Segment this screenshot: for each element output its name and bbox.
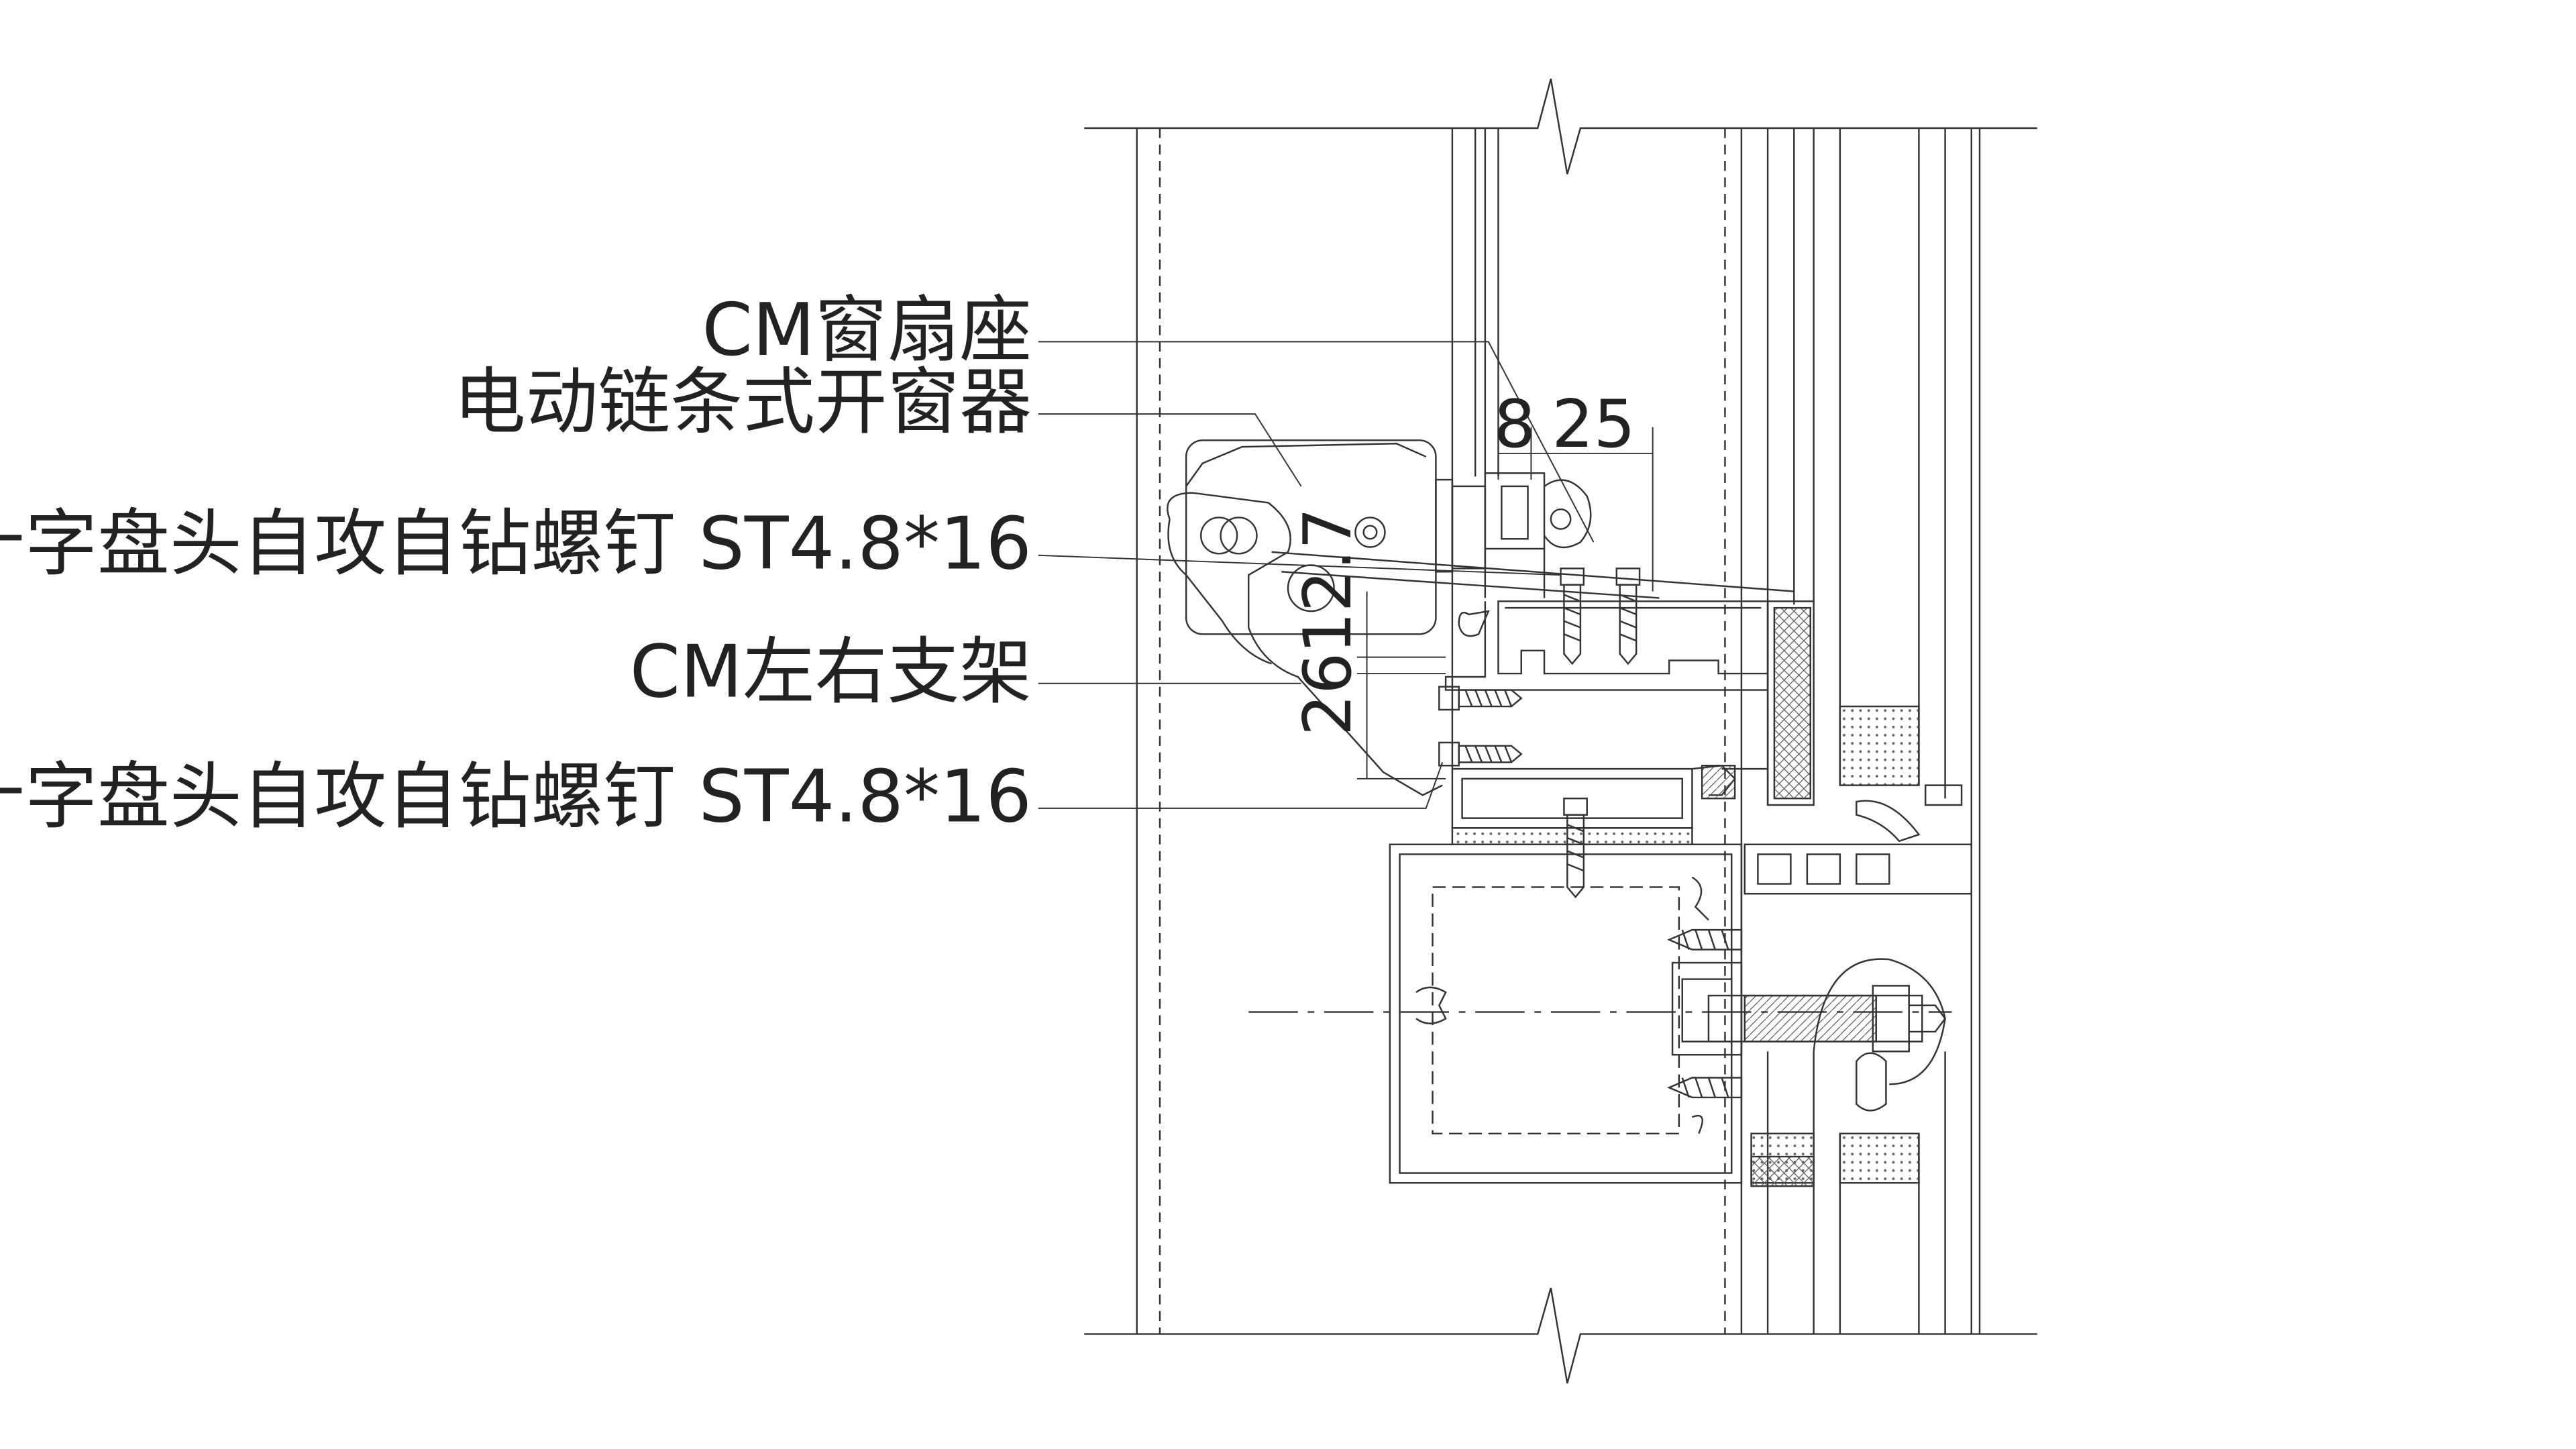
mullion-screw-lower [1667,1077,1743,1099]
glazing-gaskets [1750,705,1963,1187]
cm-sash-seat [1484,472,1592,598]
right-frame-lines [1724,128,1981,1334]
sash-screw-right [1615,568,1641,665]
dimension-26: 26 [1290,653,1366,737]
bracket-screw-upper [1438,686,1523,711]
label-cm-bracket: CM左右支架 [630,630,1032,714]
main-mullion [1389,827,1743,1184]
mullion-screw-upper [1667,928,1743,951]
chain-actuator-motor [1185,439,1487,635]
sash-screw-left [1560,568,1585,665]
window-sash-profile [1444,600,1815,806]
bracket-to-mullion-screw [1563,797,1588,899]
leader-lines [1038,341,1595,809]
label-screw-upper: 十字盘头自攻自钻螺钉 ST4.8*16 [0,502,1032,586]
dimension-lines [1356,427,1654,780]
dimension-8: 8 [1494,386,1536,463]
dimension-12-7: 12.7 [1290,508,1366,654]
bolt-assembly [1707,800,1972,1085]
label-chain-opener: 电动链条式开窗器 [453,361,1032,445]
left-mullion-lines [1136,128,1499,1334]
bracket-screw-lower [1438,741,1523,767]
bottom-break-line [1084,1287,2037,1384]
actuator-arm [1167,492,1794,796]
cm-bracket [1451,674,1769,829]
dimension-25: 25 [1552,386,1635,463]
label-cm-sash-seat: CM窗扇座 [702,288,1032,372]
top-break-line [1084,78,2037,174]
label-screw-lower: 十字盘头自攻自钻螺钉 ST4.8*16 [0,755,1032,839]
